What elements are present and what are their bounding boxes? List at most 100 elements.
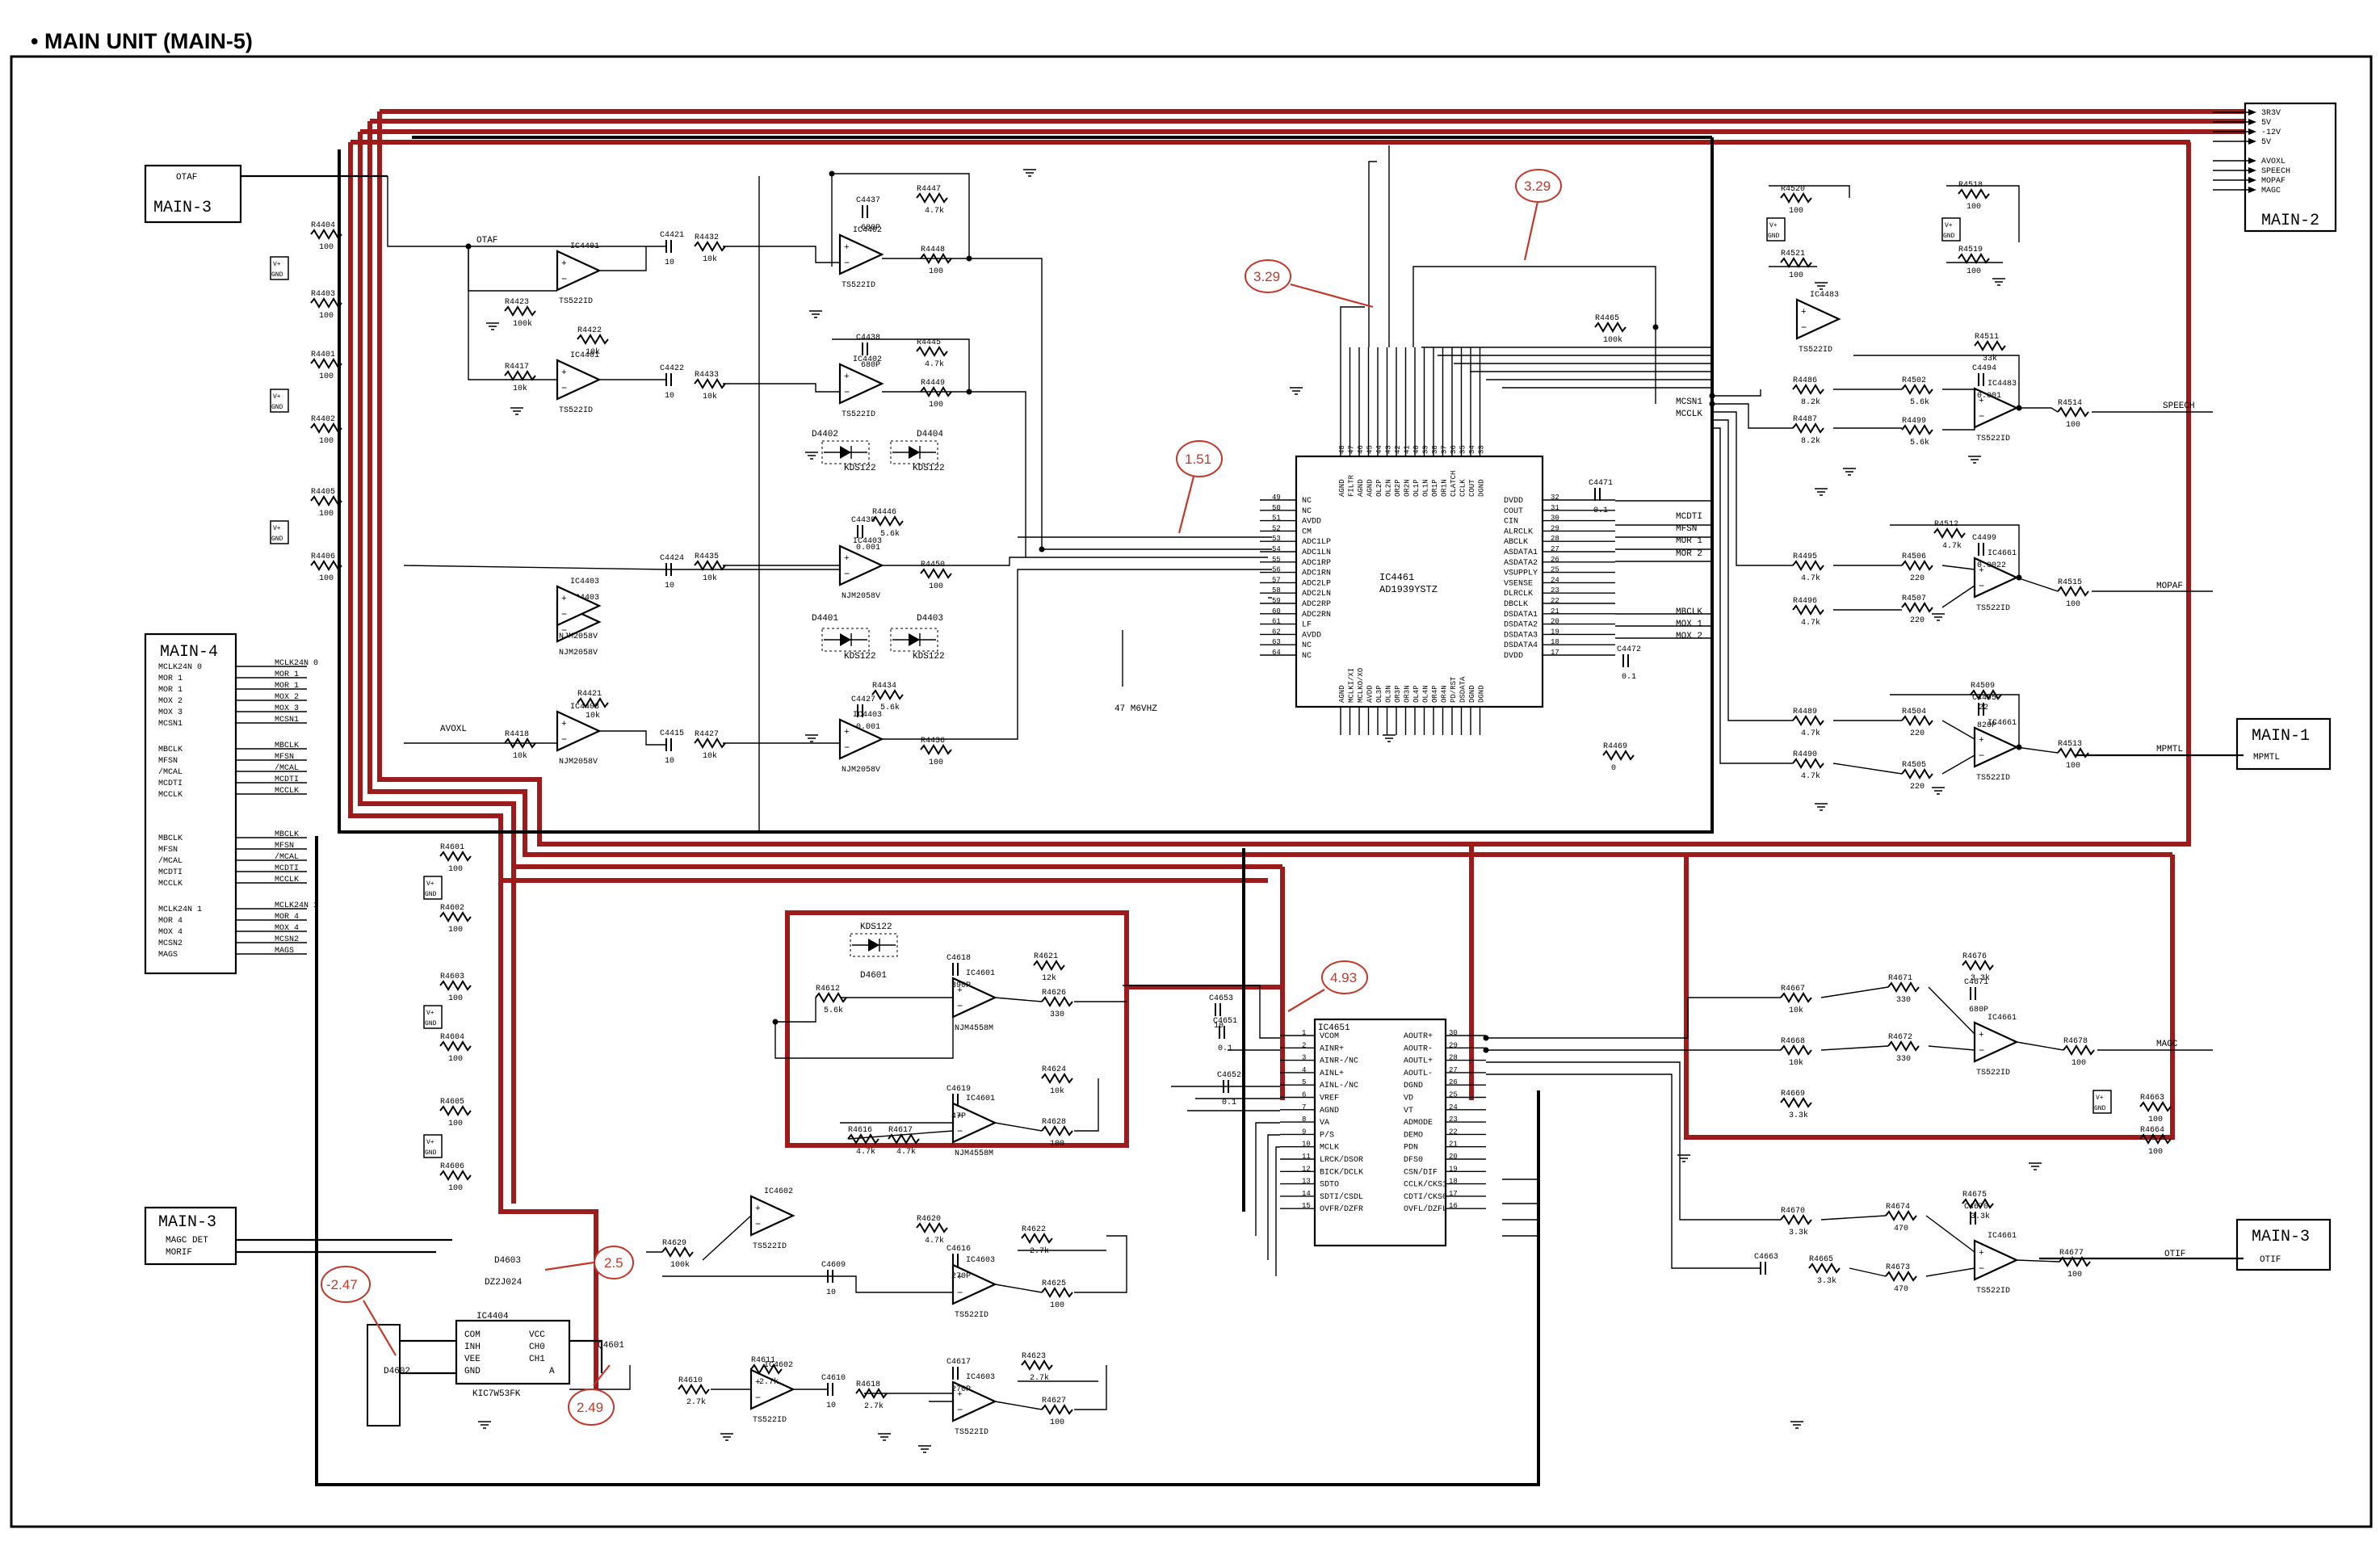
pin-num: 24 (1449, 1103, 1458, 1111)
pin-num: 45 (1366, 445, 1375, 454)
pin-num: 9 (1302, 1128, 1306, 1136)
opamp-ref: IC4602 (764, 1361, 793, 1370)
svg-text:CH0: CH0 (529, 1342, 545, 1352)
diode-icon (850, 933, 898, 957)
resistor-value: 100 (319, 437, 334, 446)
pin-name: COUT (1468, 479, 1476, 497)
opamp-part: NJM4558M (955, 1149, 993, 1158)
pin-name: AINR-/NC (1320, 1057, 1358, 1066)
svg-text:−: − (1979, 581, 1984, 592)
ic4461-top-pins: 48AGND47FILTR46AGND45AGND44OL2P43OL2N42O… (1338, 347, 1486, 497)
pin-num: 64 (1272, 649, 1281, 657)
resistor-ref: R4403 (311, 290, 335, 299)
resistor-ref: R4617 (888, 1126, 913, 1135)
opamp-part: TS522ID (753, 1242, 787, 1251)
svg-text:−: − (561, 625, 567, 637)
pin-name: AVDD (1302, 518, 1321, 527)
resistor-value: 100 (319, 574, 334, 583)
svg-text:+: + (561, 259, 567, 269)
pin-num: 30 (1449, 1029, 1458, 1037)
resistor-ref: R4628 (1042, 1118, 1066, 1127)
capacitor-ref: C4609 (821, 1261, 846, 1270)
svg-text:COM: COM (464, 1330, 481, 1340)
pin-name: CCLK (1459, 479, 1467, 497)
net-label: D4402 (812, 430, 838, 439)
pin-name: NC (1302, 497, 1312, 506)
resistor-ref: R4446 (872, 508, 896, 517)
svg-text:CH1: CH1 (529, 1355, 545, 1364)
resistor-ref: R4629 (662, 1239, 686, 1248)
pin-num: 47 (1348, 445, 1356, 454)
resistor-value: 4.7k (856, 1147, 875, 1157)
capacitor-ref: C4472 (1617, 645, 1641, 654)
ground-icon (1815, 803, 1828, 811)
pin-num: 2 (1302, 1041, 1306, 1049)
pin-name: AOUTR+ (1404, 1032, 1433, 1041)
pin-name: DEMO (1404, 1131, 1423, 1140)
net-label: KDS122 (913, 652, 945, 662)
pin-num: 56 (1272, 566, 1281, 574)
pin-num: 26 (1449, 1078, 1458, 1086)
main4-net: MCLK24N 0 (275, 659, 318, 668)
pin-num: 50 (1272, 504, 1281, 512)
net-label: KDS122 (913, 464, 945, 473)
svg-text:−: − (561, 734, 567, 746)
resistor: R4418 10k (504, 730, 536, 761)
capacitor-ref: C4499 (1972, 534, 1996, 543)
net-label: D4603 (494, 1256, 521, 1266)
resistor-value: 5.6k (880, 703, 900, 712)
net-label: D4403 (917, 614, 943, 624)
resistor-ref: R4602 (440, 904, 464, 913)
resistor-value: 100 (448, 994, 463, 1003)
resistor-ref: R4610 (678, 1376, 703, 1385)
opamp-part: TS522ID (1976, 1287, 2010, 1296)
pin-name: OR1N (1441, 479, 1449, 497)
resistor-value: 10k (513, 751, 527, 761)
pin-name: OL3N (1385, 685, 1393, 703)
power-pin-box: V+GND (423, 1005, 443, 1029)
resistor-value: 100 (1050, 1140, 1064, 1149)
pin-num: 51 (1272, 515, 1281, 523)
pin-num: 43 (1385, 445, 1393, 454)
resistor-ref: R4465 (1595, 314, 1619, 323)
pin-num: 37 (1441, 445, 1449, 454)
page-frame (10, 55, 2373, 1528)
highlight-traces (348, 109, 2245, 1389)
pin-name: VSUPPLY (1504, 569, 1538, 578)
ic4404-ref: IC4404 (476, 1312, 509, 1321)
pin-name: CIN (1504, 518, 1518, 527)
resistor-ref: R4418 (505, 730, 529, 739)
svg-text:+: + (844, 554, 850, 564)
pin-num: 22 (1551, 597, 1559, 605)
resistor-value: 5.6k (1910, 438, 1929, 447)
main2-pin: AVOXL (2261, 158, 2286, 166)
pin-name: SDTO (1320, 1181, 1339, 1190)
capacitor-ref: C4663 (1754, 1253, 1778, 1262)
pin-num: 24 (1551, 576, 1559, 584)
resistor-ref: R4402 (311, 415, 335, 424)
svg-text:+: + (957, 1273, 963, 1283)
capacitor-value: 680P (1969, 1006, 1988, 1015)
resistor-value: 8.2k (1801, 397, 1820, 407)
pin-num: 41 (1404, 445, 1412, 454)
resistor-value: 10k (703, 392, 717, 401)
main4-net: MBCLK (275, 742, 299, 750)
main4-net: MOX 2 (275, 693, 299, 702)
capacitor-ref: C4616 (947, 1245, 971, 1254)
pin-num: 10 (1302, 1141, 1311, 1149)
